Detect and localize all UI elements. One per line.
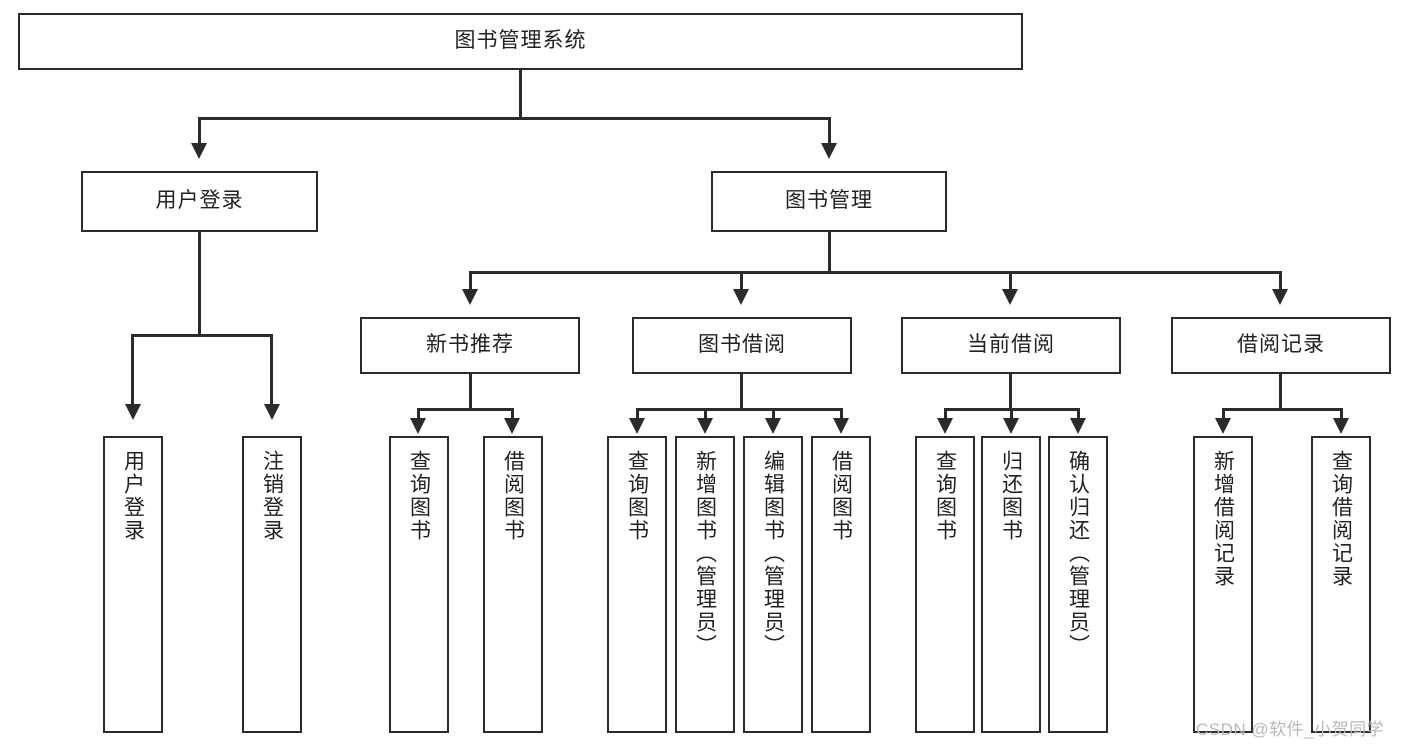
arrow-to-user-login — [191, 143, 207, 159]
connector-cb-to-leaf-2 — [1010, 408, 1013, 420]
arrow-bb-leaf-3 — [765, 418, 781, 434]
connector-bb-bar — [636, 408, 840, 411]
connector-cb-to-leaf-3 — [1077, 408, 1080, 420]
node-label: 确认归还（管理员） — [1066, 450, 1090, 657]
arrow-to-book-manage — [821, 143, 837, 159]
connector-user-login-stem — [198, 232, 201, 335]
connector-user-login-to-leaf-1 — [131, 334, 134, 406]
leaf-cb-confirm-return[interactable]: 确认归还（管理员） — [1048, 436, 1108, 733]
node-label: 图书管理 — [785, 189, 873, 213]
connector-book-manage-stem — [828, 232, 831, 272]
connector-bb-to-leaf-4 — [840, 408, 843, 420]
arrow-cb-leaf-3 — [1070, 418, 1086, 434]
leaf-cb-query-book[interactable]: 查询图书 — [915, 436, 975, 733]
connector-bb-to-leaf-3 — [772, 408, 775, 420]
node-label: 查询借阅记录 — [1329, 450, 1353, 588]
connector-root-to-book-manage — [828, 117, 831, 145]
node-label: 用户登录 — [155, 189, 244, 213]
connector-cb-to-leaf-1 — [944, 408, 947, 420]
arrow-to-book-borrow — [733, 289, 749, 305]
connector-bb-to-leaf-2 — [704, 408, 707, 420]
arrow-br-leaf-1 — [1215, 418, 1231, 434]
node-label: 归还图书 — [999, 450, 1023, 542]
node-borrow-record[interactable]: 借阅记录 — [1171, 317, 1391, 374]
leaf-nbr-query-book[interactable]: 查询图书 — [389, 436, 449, 733]
node-book-manage[interactable]: 图书管理 — [711, 171, 947, 232]
node-label: 新书推荐 — [426, 333, 514, 357]
arrow-to-leaf-user-login — [125, 404, 141, 420]
arrow-cb-leaf-2 — [1003, 418, 1019, 434]
node-label: 编辑图书（管理员） — [761, 450, 785, 657]
connector-cb-stem — [1009, 374, 1012, 409]
connector-book-manage-bar — [469, 271, 1281, 274]
node-current-borrow[interactable]: 当前借阅 — [901, 317, 1121, 374]
arrow-nbr-leaf-2 — [504, 418, 520, 434]
node-label: 查询图书 — [407, 450, 431, 542]
arrow-bb-leaf-4 — [833, 418, 849, 434]
node-label: 注销登录 — [260, 450, 284, 542]
node-label: 借阅图书 — [829, 450, 853, 542]
connector-br-stem — [1279, 374, 1282, 409]
node-new-book-recommend[interactable]: 新书推荐 — [360, 317, 580, 374]
node-label: 新增图书（管理员） — [693, 450, 717, 657]
connector-user-login-to-leaf-2 — [270, 334, 273, 406]
connector-bb-stem — [740, 374, 743, 409]
node-label: 查询图书 — [625, 450, 649, 542]
arrow-to-current-borrow — [1002, 289, 1018, 305]
node-label: 图书借阅 — [698, 333, 786, 357]
connector-nbr-to-leaf-1 — [417, 408, 420, 420]
leaf-cb-return-book[interactable]: 归还图书 — [981, 436, 1041, 733]
leaf-nbr-borrow-book[interactable]: 借阅图书 — [483, 436, 543, 733]
arrow-bb-leaf-1 — [629, 418, 645, 434]
leaf-br-query-record[interactable]: 查询借阅记录 — [1311, 436, 1371, 733]
node-label: 查询图书 — [933, 450, 957, 542]
arrow-bb-leaf-2 — [697, 418, 713, 434]
leaf-bb-query-book[interactable]: 查询图书 — [607, 436, 667, 733]
node-user-login[interactable]: 用户登录 — [81, 171, 318, 232]
node-label: 用户登录 — [121, 450, 145, 542]
node-label: 借阅图书 — [501, 450, 525, 542]
node-label: 借阅记录 — [1237, 333, 1325, 357]
connector-nbr-to-leaf-2 — [511, 408, 514, 420]
connector-bm-to-new-book — [469, 271, 472, 291]
connector-root-stem — [519, 70, 522, 118]
node-root-system[interactable]: 图书管理系统 — [18, 13, 1023, 70]
node-book-borrow[interactable]: 图书借阅 — [632, 317, 852, 374]
leaf-logout[interactable]: 注销登录 — [242, 436, 302, 733]
leaf-bb-edit-book[interactable]: 编辑图书（管理员） — [743, 436, 803, 733]
connector-br-to-leaf-1 — [1222, 408, 1225, 420]
leaf-br-add-record[interactable]: 新增借阅记录 — [1193, 436, 1253, 733]
arrow-cb-leaf-1 — [937, 418, 953, 434]
arrow-to-borrow-record — [1272, 289, 1288, 305]
connector-bm-to-current-borrow — [1009, 271, 1012, 291]
connector-bm-to-book-borrow — [740, 271, 743, 291]
connector-bb-to-leaf-1 — [636, 408, 639, 420]
leaf-bb-add-book[interactable]: 新增图书（管理员） — [675, 436, 735, 733]
arrow-br-leaf-2 — [1333, 418, 1349, 434]
arrow-to-new-book-recommend — [462, 289, 478, 305]
connector-br-to-leaf-2 — [1340, 408, 1343, 420]
arrow-nbr-leaf-1 — [410, 418, 426, 434]
connector-nbr-bar — [417, 408, 513, 411]
node-label: 图书管理系统 — [454, 29, 587, 53]
leaf-bb-borrow-book[interactable]: 借阅图书 — [811, 436, 871, 733]
node-label: 当前借阅 — [967, 333, 1055, 357]
connector-root-to-user-login — [198, 117, 201, 145]
connector-bm-to-borrow-record — [1279, 271, 1282, 291]
connector-user-login-bar — [131, 334, 270, 337]
leaf-user-login[interactable]: 用户登录 — [103, 436, 163, 733]
connector-root-bar — [198, 117, 830, 120]
connector-br-bar — [1222, 408, 1342, 411]
connector-nbr-stem — [469, 374, 472, 409]
arrow-to-leaf-logout — [264, 404, 280, 420]
node-label: 新增借阅记录 — [1211, 450, 1235, 588]
